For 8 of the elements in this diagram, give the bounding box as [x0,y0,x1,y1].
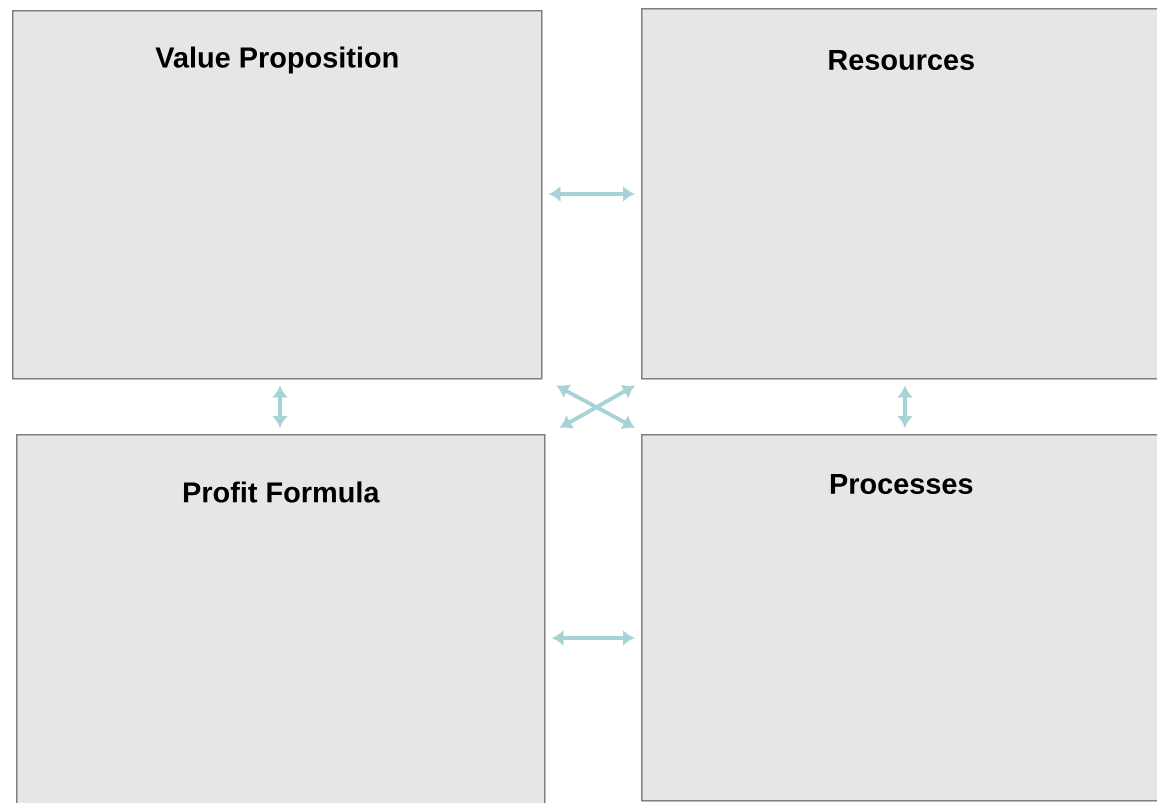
model-box: Resources [641,8,1157,380]
double-arrow [550,187,634,201]
double-arrow [553,631,634,645]
double-arrow [273,387,287,427]
model-box: Value Proposition [12,10,543,380]
double-arrow [898,387,912,427]
model-box: Processes [641,434,1157,802]
model-box: Profit Formula [16,434,546,803]
